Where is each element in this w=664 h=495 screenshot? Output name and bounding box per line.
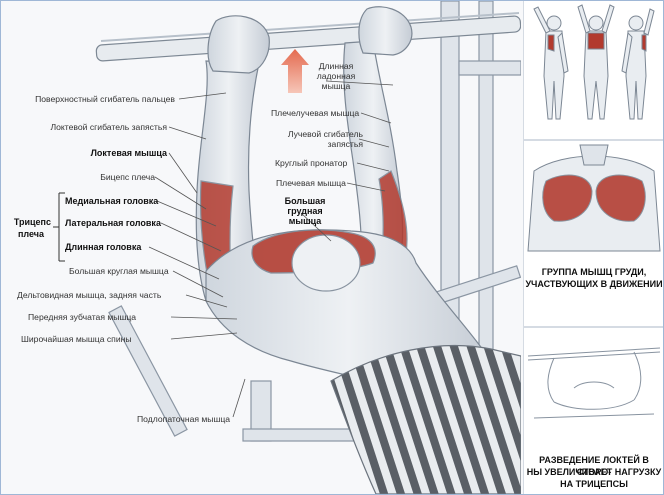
label-subscapularis: Подлопаточная мышца — [137, 414, 231, 424]
label-brachioradialis: Плечелучевая мышца — [271, 108, 360, 118]
label-triceps-line2: плеча — [17, 229, 44, 239]
label-brachialis: Плечевая мышца — [276, 178, 346, 188]
leader-lines-right — [300, 80, 394, 242]
label-flexor-digitorum-superficialis: Поверхностный сгибатель пальцев — [35, 94, 175, 104]
panel-elbows-caption-3: НА ТРИЦЕПСЫ — [560, 479, 628, 489]
label-long-head: Длинная головка — [65, 242, 142, 252]
label-palmaris-longus-3: мышца — [321, 81, 351, 91]
label-triceps-line1: Трицепс — [13, 217, 51, 227]
label-medial-head: Медиальная головка — [65, 196, 159, 206]
label-anconeus: Локтевая мышца — [90, 148, 167, 158]
label-palmaris-longus-2: ладонная — [316, 71, 356, 81]
label-posterior-deltoid: Дельтовидная мышца, задняя часть — [17, 290, 162, 300]
label-pectoralis-major-1: Большая грудная — [284, 196, 326, 216]
label-palmaris-longus-1: Длинная — [318, 61, 354, 71]
standing-figures-drawing — [533, 4, 655, 120]
label-flexor-carpi-radialis-1: Лучевой сгибатель — [287, 129, 363, 139]
label-latissimus-dorsi: Широчайшая мышца спины — [21, 334, 132, 344]
panel-wide-elbows: РАЗВЕДЕНИЕ ЛОКТЕЙ В СТОРО- НЫ УВЕЛИЧИВАЕ… — [523, 328, 663, 494]
label-flexor-carpi-radialis: Лучевой сгибатель запястья — [275, 129, 363, 149]
panel-chest-muscles: ГРУППА МЫШЦ ГРУДИ, УЧАСТВУЮЩИХ В ДВИЖЕНИ… — [523, 141, 663, 326]
trousers — [330, 344, 521, 494]
up-arrow-icon — [281, 49, 309, 93]
label-serratus-anterior: Передняя зубчатая мышца — [28, 312, 137, 322]
panel-chest-caption-2: УЧАСТВУЮЩИХ В ДВИЖЕНИИ — [525, 279, 663, 289]
label-flexor-carpi-ulnaris: Локтевой сгибатель запястья — [50, 122, 167, 132]
panel-elbows-caption-1: РАЗВЕДЕНИЕ ЛОКТЕЙ В СТОРО- — [539, 455, 649, 477]
chest-muscles-drawing — [527, 144, 661, 252]
bench-press-drawing — [53, 1, 521, 494]
leader-lines-left — [148, 92, 246, 418]
wide-elbows-drawing — [527, 347, 661, 419]
barbell — [95, 12, 521, 62]
label-pectoralis-major: Большая грудная мышца — [267, 196, 343, 226]
right-arm — [343, 6, 413, 264]
label-teres-major: Большая круглая мышца — [69, 266, 169, 276]
panel-separator-2 — [523, 326, 663, 328]
panel-elbows-caption-2: НЫ УВЕЛИЧИВАЕТ НАГРУЗКУ — [526, 467, 662, 477]
label-flexor-carpi-radialis-2: запястья — [327, 139, 363, 149]
main-illustration: Поверхностный сгибатель пальцев Локтевой… — [1, 1, 521, 494]
label-lateral-head: Латеральная головка — [65, 218, 161, 228]
label-pronator-teres: Круглый пронатор — [275, 158, 348, 168]
label-biceps: Бицепс плеча — [100, 172, 155, 182]
label-pectoralis-major-2: мышца — [288, 216, 322, 226]
triceps-bracket — [53, 192, 65, 262]
panel-chest-caption-1: ГРУППА МЫШЦ ГРУДИ, — [541, 267, 647, 277]
panel-standing-figures — [523, 1, 663, 139]
panel-separator-1 — [523, 139, 663, 141]
label-palmaris-longus: Длинная ладонная мышца — [301, 61, 371, 91]
